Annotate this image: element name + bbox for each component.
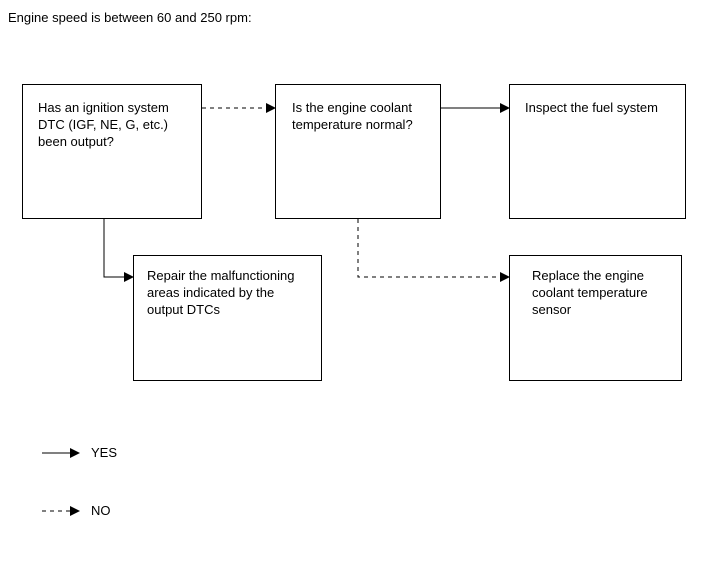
node-ignition-dtc: Has an ignition system DTC (IGF, NE, G, … — [22, 84, 202, 219]
legend-yes-label: YES — [91, 445, 118, 460]
node-replace-sensor-label: Replace the engine coolant temperature s… — [532, 268, 648, 317]
arrowhead-coolant-to-fuel — [500, 103, 510, 113]
node-repair-areas-label: Repair the malfunctioning areas indicate… — [147, 268, 295, 317]
node-coolant-temp-label: Is the engine coolant temperature normal… — [292, 100, 413, 132]
edge-coolant-to-sensor — [357, 219, 500, 278]
arrowhead-ignition-to-coolant — [266, 103, 276, 113]
node-coolant-temp: Is the engine coolant temperature normal… — [275, 84, 441, 219]
edge-ignition-to-repair — [103, 219, 124, 278]
node-repair-areas: Repair the malfunctioning areas indicate… — [133, 255, 322, 381]
legend-yes-arrowhead — [70, 448, 80, 458]
arrowhead-coolant-to-sensor — [500, 272, 510, 282]
header-text: Engine speed is between 60 and 250 rpm: — [8, 10, 252, 25]
legend-no-arrowhead — [70, 506, 80, 516]
node-inspect-fuel-label: Inspect the fuel system — [525, 100, 658, 115]
legend-no-label: NO — [91, 503, 111, 518]
arrowhead-ignition-to-repair — [124, 272, 134, 282]
node-replace-sensor: Replace the engine coolant temperature s… — [509, 255, 682, 381]
node-inspect-fuel: Inspect the fuel system — [509, 84, 686, 219]
node-ignition-dtc-label: Has an ignition system DTC (IGF, NE, G, … — [38, 100, 169, 149]
